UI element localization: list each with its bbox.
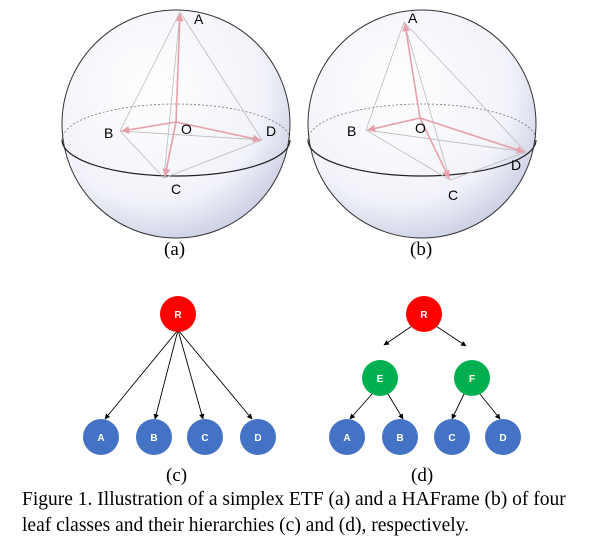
node-d-root: R bbox=[406, 296, 442, 332]
point-label-b-D: D bbox=[511, 157, 521, 173]
point-label-b-C: C bbox=[448, 187, 458, 203]
svg-text:D: D bbox=[499, 433, 506, 444]
point-label-a-D: D bbox=[266, 123, 276, 139]
svg-text:R: R bbox=[420, 310, 428, 321]
point-label-a-B: B bbox=[104, 125, 113, 141]
point-label-a-A: A bbox=[194, 11, 204, 27]
svg-text:E: E bbox=[377, 374, 384, 385]
panel-label-c: (c) bbox=[166, 465, 187, 486]
svg-text:D: D bbox=[254, 433, 261, 444]
tree-d: R E F A B C D bbox=[329, 296, 521, 455]
vectors-b bbox=[367, 23, 525, 179]
node-d-leaf-C: C bbox=[434, 419, 470, 455]
figure-caption: Figure 1. Illustration of a simplex ETF … bbox=[22, 489, 566, 536]
node-d-leaf-D: D bbox=[485, 419, 521, 455]
node-d-mid-F: F bbox=[454, 360, 490, 396]
node-d-leaf-A: A bbox=[329, 419, 365, 455]
sphere-b bbox=[307, 9, 537, 239]
node-d-leaf-B: B bbox=[382, 419, 418, 455]
node-c-leaf-D: D bbox=[240, 419, 276, 455]
tree-c: R A B C D bbox=[83, 296, 276, 455]
svg-text:A: A bbox=[343, 433, 350, 444]
point-label-b-B: B bbox=[347, 123, 356, 139]
svg-text:F: F bbox=[469, 374, 475, 385]
panel-a-sphere: A B O D C bbox=[61, 9, 291, 239]
tetrahedron-edges-a bbox=[119, 11, 263, 179]
point-label-b-A: A bbox=[408, 10, 418, 26]
node-d-mid-E: E bbox=[362, 360, 398, 396]
tetrahedron-edges-b bbox=[365, 21, 527, 181]
point-label-a-O: O bbox=[181, 121, 192, 137]
node-c-root: R bbox=[160, 296, 196, 332]
point-label-a-C: C bbox=[171, 181, 181, 197]
tree-c-edges bbox=[104, 329, 253, 420]
svg-text:B: B bbox=[150, 433, 157, 444]
svg-text:C: C bbox=[201, 433, 208, 444]
panel-label-d: (d) bbox=[411, 465, 433, 486]
equator-front-a bbox=[61, 139, 291, 177]
equator-back-b bbox=[307, 103, 537, 141]
node-c-leaf-C: C bbox=[187, 419, 223, 455]
panel-label-a: (a) bbox=[164, 239, 185, 260]
equator-front-b bbox=[307, 139, 537, 177]
svg-text:R: R bbox=[174, 310, 182, 321]
svg-text:C: C bbox=[448, 433, 455, 444]
tree-d-edges bbox=[349, 325, 501, 420]
node-c-leaf-A: A bbox=[83, 419, 119, 455]
svg-text:B: B bbox=[396, 433, 403, 444]
vectors-a bbox=[121, 13, 261, 177]
panel-label-b: (b) bbox=[410, 239, 432, 260]
point-label-b-O: O bbox=[415, 120, 426, 136]
svg-text:A: A bbox=[97, 433, 104, 444]
panel-b-sphere: A B O D C bbox=[307, 9, 537, 239]
node-c-leaf-B: B bbox=[136, 419, 172, 455]
